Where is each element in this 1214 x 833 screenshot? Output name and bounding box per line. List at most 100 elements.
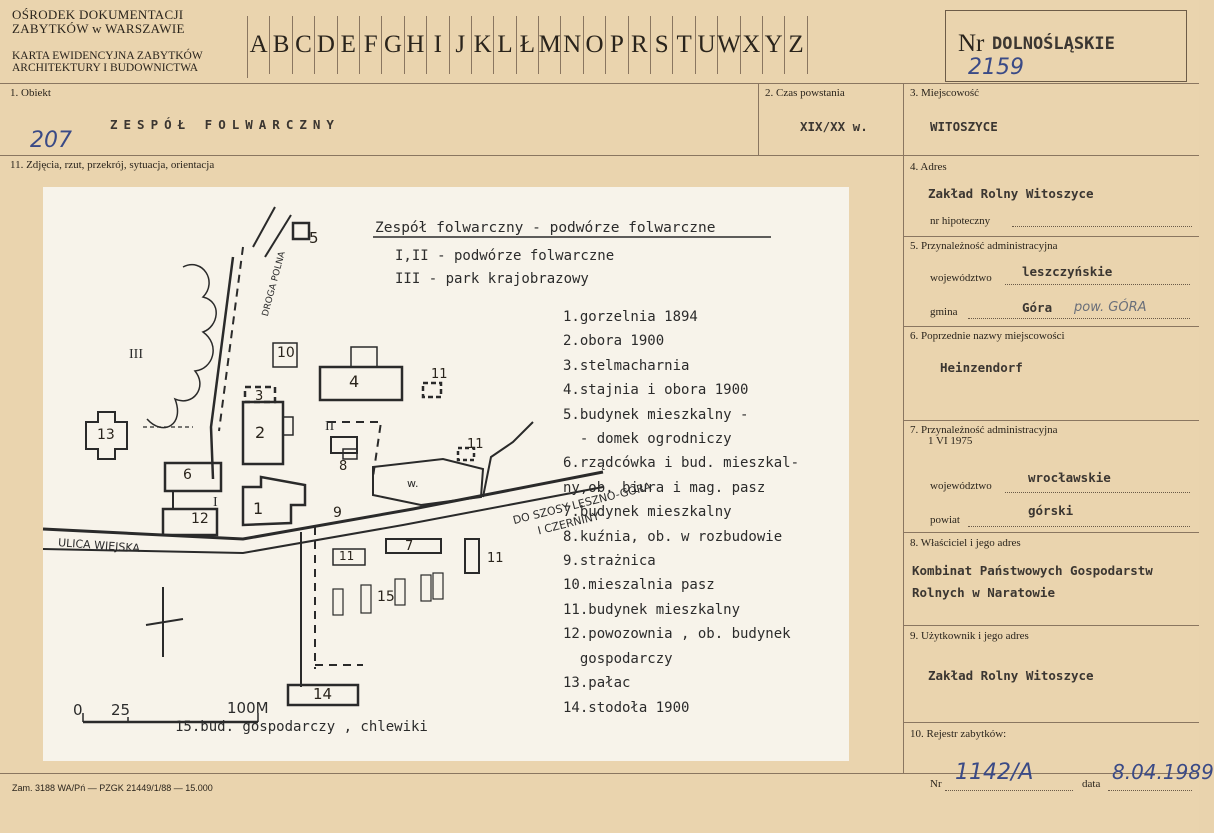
letter-24: Z bbox=[785, 16, 808, 74]
uzytkownik-value: Zakład Rolny Witoszyce bbox=[928, 668, 1094, 683]
obiekt-handwritten: 207 bbox=[30, 128, 72, 153]
pond-label: w. bbox=[407, 477, 419, 490]
adres-value: Zakład Rolny Witoszyce bbox=[928, 186, 1094, 201]
map-number-13: 13 bbox=[97, 427, 115, 443]
map-number-11c: 11 bbox=[339, 549, 355, 563]
wlasciciel-value: Kombinat Państwowych Gospodarstw Rolnych… bbox=[912, 560, 1153, 604]
scale-25: 25 bbox=[111, 701, 131, 719]
czas-label: 2. Czas powstania bbox=[765, 87, 845, 99]
legend-item: - domek ogrodniczy bbox=[563, 431, 732, 448]
wlasciciel-line1: Kombinat Państwowych Gospodarstw bbox=[912, 563, 1153, 578]
przyn1975-date: 1 VI 1975 bbox=[928, 435, 973, 447]
letter-23: Y bbox=[763, 16, 786, 74]
przyn1975-title: 7. Przynależność administracyjna bbox=[910, 424, 1058, 436]
legend-item: 12.powozownia , ob. budynek bbox=[563, 626, 791, 643]
map-number-10: 10 bbox=[277, 345, 295, 361]
map-number-11a: 11 bbox=[431, 367, 448, 382]
legend-item: 14.stodoła 1900 bbox=[563, 699, 690, 716]
handwritten-number: 2159 bbox=[968, 55, 1024, 80]
rejestr-label: 10. Rejestr zabytków: bbox=[910, 728, 1007, 740]
rejestr-nr-label: Nr bbox=[930, 778, 942, 790]
legend-item: 13.pałac bbox=[563, 675, 631, 692]
legend-item: 3.stelmacharnia bbox=[563, 357, 690, 374]
uzytkownik-label: 9. Użytkownik i jego adres bbox=[910, 630, 1029, 642]
gmina-handwritten: pow. GÓRA bbox=[1074, 300, 1147, 315]
map-number-7: 7 bbox=[405, 539, 414, 554]
scale-100: 100M bbox=[227, 699, 269, 717]
miejscowosc-label: 3. Miejscowość bbox=[910, 87, 980, 99]
letter-22: X bbox=[741, 16, 763, 74]
plan-legend: 1.gorzelnia 1894 2.obora 1900 3.stelmachar… bbox=[563, 305, 799, 720]
legend-item: gospodarczy bbox=[563, 650, 673, 667]
map-number-11b: 11 bbox=[467, 437, 484, 452]
plan-subtitle-2: III - park krajobrazowy bbox=[395, 271, 589, 287]
miejscowosc-value: WITOSZYCE bbox=[930, 119, 998, 134]
czas-value: XIX/XX w. bbox=[800, 119, 868, 134]
wlasciciel-label: 8. Właściciel i jego adres bbox=[910, 537, 1021, 549]
institution-name: OŚRODEK DOKUMENTACJI ZABYTKÓW w WARSZAWI… bbox=[12, 8, 185, 36]
print-footer: Zam. 3188 WA/Pń — PZGK 21449/1/88 — 15.0… bbox=[12, 783, 213, 793]
legend-item: 9.strażnica bbox=[563, 553, 656, 570]
zone-1-label: I bbox=[213, 495, 218, 510]
legend-item: 4.stajnia i obora 1900 bbox=[563, 382, 749, 399]
map-number-12: 12 bbox=[191, 511, 209, 527]
zone-3-label: III bbox=[129, 347, 143, 362]
letter-13: M bbox=[539, 16, 562, 74]
poprzednie-value: Heinzendorf bbox=[940, 360, 1023, 375]
legend-item: 6.rządcówka i bud. mieszkal- bbox=[563, 455, 800, 472]
map-number-15: 15 bbox=[377, 589, 395, 605]
powiat-label: powiat bbox=[930, 514, 960, 526]
legend-item-15: 15.bud. gospodarczy , chlewiki bbox=[175, 719, 428, 735]
przynaleznosc-label: 5. Przynależność administracyjna bbox=[910, 240, 1058, 252]
wojewodztwo-value: leszczyńskie bbox=[1022, 264, 1113, 279]
wojewodztwo-label: województwo bbox=[930, 272, 992, 284]
map-number-14: 14 bbox=[313, 685, 333, 703]
letter-15: O bbox=[584, 16, 607, 74]
letter-21: W bbox=[717, 16, 741, 74]
adres-label: 4. Adres bbox=[910, 161, 947, 173]
letter-14: N bbox=[561, 16, 584, 74]
nr-label: Nr bbox=[958, 30, 985, 57]
plan-title: Zespół folwarczny - podwórze folwarczne bbox=[375, 220, 716, 236]
letter-2: C bbox=[293, 16, 316, 74]
institution-line1: OŚRODEK DOKUMENTACJI bbox=[12, 7, 184, 22]
powiat-value: górski bbox=[1028, 503, 1074, 518]
map-number-3: 3 bbox=[255, 389, 264, 404]
card-type-line2: ARCHITEKTURY I BUDOWNICTWA bbox=[12, 62, 199, 74]
map-number-9: 9 bbox=[333, 505, 342, 521]
letter-12: Ł bbox=[517, 16, 540, 74]
rejestr-nr-handwritten: 1142/A bbox=[955, 760, 1034, 785]
legend-item: 1.gorzelnia 1894 bbox=[563, 309, 698, 325]
letter-8: I bbox=[427, 16, 450, 74]
letter-16: P bbox=[606, 16, 629, 74]
card-type: KARTA EWIDENCYJNA ZABYTKÓW ARCHITEKTURY … bbox=[12, 50, 203, 74]
przyn1975-label: 7. Przynależność administracyjna 1 VI 19… bbox=[910, 425, 1058, 447]
map-number-6: 6 bbox=[183, 467, 192, 483]
letter-5: F bbox=[360, 16, 383, 74]
map-number-5: 5 bbox=[309, 229, 319, 247]
legend-item: 10.mieszalnia pasz bbox=[563, 577, 715, 594]
letter-3: D bbox=[315, 16, 338, 74]
card-type-line1: KARTA EWIDENCYJNA ZABYTKÓW bbox=[12, 50, 203, 62]
obiekt-label: 1. Obiekt bbox=[10, 87, 51, 99]
legend-item: 2.obora 1900 bbox=[563, 333, 665, 350]
wlasciciel-line2: Rolnych w Naratowie bbox=[912, 585, 1055, 600]
letter-9: J bbox=[450, 16, 472, 74]
gmina-label: gmina bbox=[930, 306, 958, 318]
plan-subtitle-1: I,II - podwórze folwarczne bbox=[395, 248, 615, 264]
data-label: data bbox=[1082, 778, 1101, 790]
hipoteczny-label: nr hipoteczny bbox=[930, 215, 991, 227]
letter-7: H bbox=[405, 16, 428, 74]
letter-19: T bbox=[673, 16, 696, 74]
letter-0: A bbox=[248, 16, 271, 74]
map-number-4: 4 bbox=[349, 372, 360, 391]
letter-20: U bbox=[696, 16, 719, 74]
obiekt-value: ZESPÓŁ FOLWARCZNY bbox=[110, 117, 340, 132]
letter-6: G bbox=[382, 16, 405, 74]
map-number-8: 8 bbox=[339, 459, 348, 474]
site-plan-drawing bbox=[42, 206, 771, 724]
gmina-value: Góra bbox=[1022, 300, 1053, 315]
letter-11: L bbox=[494, 16, 517, 74]
